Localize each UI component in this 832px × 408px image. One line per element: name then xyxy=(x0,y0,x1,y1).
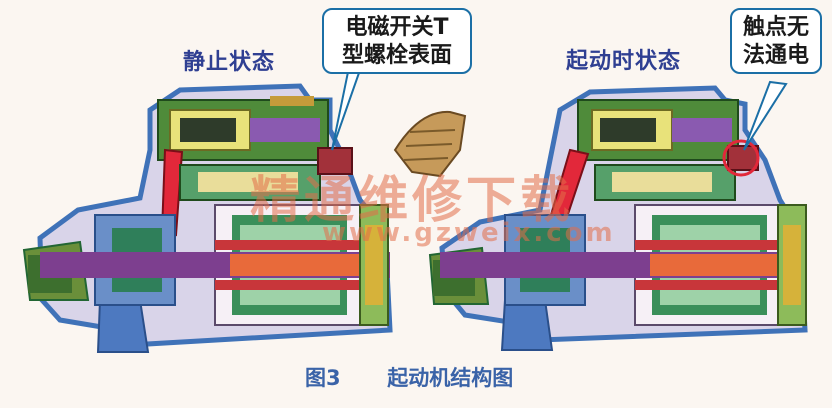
contact-brush-sketch xyxy=(393,110,467,178)
left-callout-pointer xyxy=(331,68,362,151)
right-callout-line1: 触点无 xyxy=(742,15,809,40)
right-callout: 触点无 法通电 xyxy=(730,8,822,74)
left-callout-line2: 型螺栓表面 xyxy=(341,43,452,68)
right-callout-line2: 法通电 xyxy=(742,43,809,68)
right-callout-pointer xyxy=(743,80,788,151)
left-callout: 电磁开关T 型螺栓表面 xyxy=(322,8,472,74)
start-state-label: 起动时状态 xyxy=(566,49,682,74)
contact-highlight-circle xyxy=(722,139,760,177)
starter-static xyxy=(22,83,393,353)
starter-starting xyxy=(428,85,808,351)
figure-caption: 图3 起动机结构图 xyxy=(305,362,513,392)
static-state-label: 静止状态 xyxy=(183,50,276,75)
left-callout-line1: 电磁开关T xyxy=(345,15,449,40)
figure-title: 起动机结构图 xyxy=(387,366,514,390)
figure-number: 图3 xyxy=(305,366,341,390)
